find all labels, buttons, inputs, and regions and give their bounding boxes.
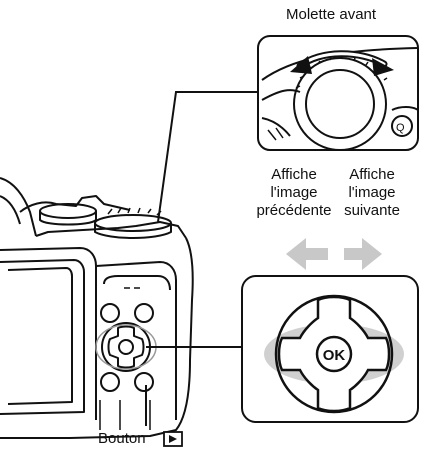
next-image-line-1: Affiche bbox=[349, 166, 395, 183]
previous-image-line-3: précédente bbox=[256, 202, 332, 219]
previous-image-label: Affiche l'image précédente bbox=[254, 166, 334, 220]
arrow-pad-inset bbox=[241, 275, 419, 423]
rotate-arrow-left-head bbox=[290, 56, 312, 74]
arrow-right-icon bbox=[344, 238, 382, 270]
leader-lines bbox=[145, 91, 258, 426]
front-dial-label: Molette avant bbox=[286, 6, 377, 23]
ok-button-label: OK bbox=[323, 347, 346, 364]
front-dial-inset: Q bbox=[257, 35, 419, 151]
next-image-line-2: l'image bbox=[348, 184, 396, 201]
previous-image-line-2: l'image bbox=[270, 184, 318, 201]
rotate-arrow-right-head bbox=[372, 58, 394, 76]
playback-icon bbox=[163, 431, 183, 447]
next-image-line-3: suivante bbox=[344, 202, 400, 219]
previous-image-line-1: Affiche bbox=[271, 166, 317, 183]
arrow-left-icon bbox=[286, 238, 328, 270]
next-image-label: Affiche l'image suivante bbox=[336, 166, 408, 220]
playback-button-label: Bouton bbox=[98, 430, 146, 447]
inset-dial-mark: Q bbox=[396, 122, 405, 134]
camera-body bbox=[0, 177, 194, 439]
